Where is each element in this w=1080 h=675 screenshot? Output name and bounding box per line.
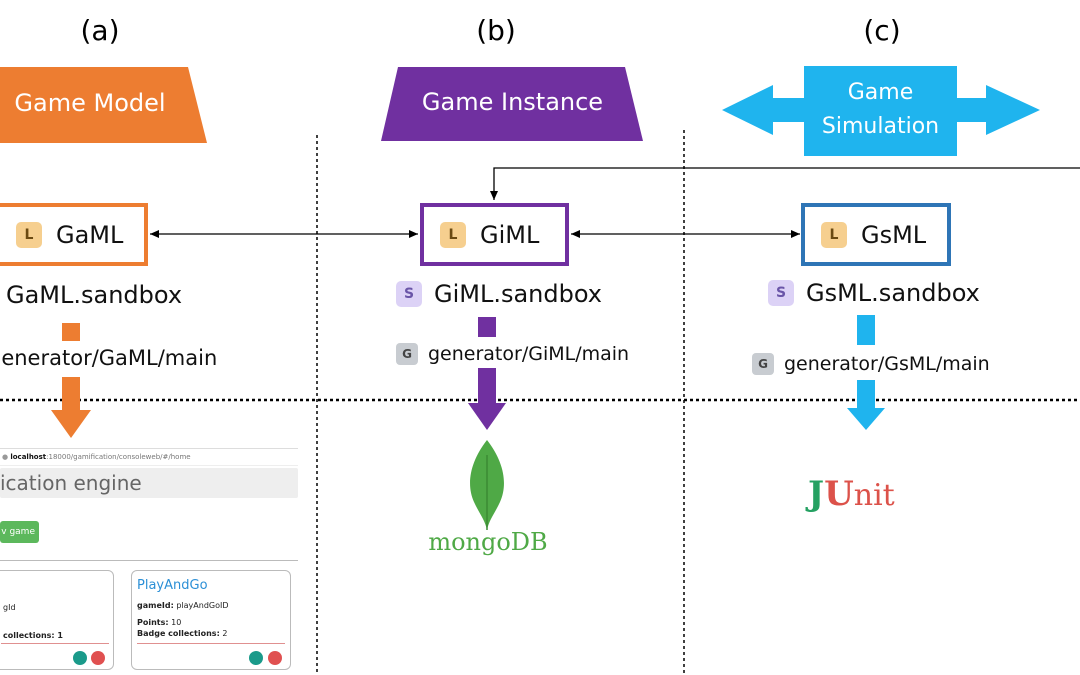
card1-collections: collections: 1	[3, 631, 63, 640]
gaml-label: GaML	[56, 220, 124, 249]
game-simulation-label-1: Game	[847, 80, 914, 105]
giml-sandbox-label: GiML.sandbox	[434, 280, 603, 308]
address-bar: ● localhost:18000/gamification/consolewe…	[0, 448, 298, 466]
url-host: localhost	[10, 453, 47, 461]
gsml-label: GsML	[861, 220, 927, 249]
giml-sandbox: S GiML.sandbox	[396, 280, 602, 308]
giml-label: GiML	[480, 220, 540, 249]
chart-icon[interactable]	[249, 651, 263, 665]
game-simulation-label-2: Simulation	[821, 114, 940, 139]
purple-arrow-stub	[478, 317, 496, 337]
gsml-sandbox: S GsML.sandbox	[768, 279, 980, 307]
giml-box: L GiML	[420, 203, 569, 266]
giml-generator-label: generator/GiML/main	[428, 343, 630, 365]
url-path: :18000/gamification/consoleweb/#/home	[46, 453, 191, 461]
purple-arrow	[468, 368, 506, 430]
card1-gameid: gId	[3, 603, 16, 612]
generator-icon: G	[752, 353, 774, 375]
card2-title: PlayAndGo	[137, 578, 208, 593]
game-model-label: Game Model	[14, 89, 166, 117]
lang-icon: L	[821, 221, 847, 248]
card2-points: Points: 10	[137, 618, 182, 627]
giml-generator: G generator/GiML/main	[396, 343, 629, 365]
gaml-generator-label: generator/GaML/main	[0, 346, 218, 370]
panel-label-b: (b)	[476, 14, 516, 47]
game-card-1[interactable]: gId collections: 1	[0, 570, 114, 670]
divider	[0, 560, 298, 561]
mongodb-logo: mongoDB	[428, 528, 548, 556]
trash-icon[interactable]	[91, 651, 105, 665]
panel-label-c: (c)	[863, 14, 901, 47]
gsml-sandbox-label: GsML.sandbox	[806, 279, 980, 307]
gaml-sandbox-label: GaML.sandbox	[6, 281, 183, 309]
panel-label-a: (a)	[80, 14, 120, 47]
game-instance-label: Game Instance	[421, 88, 604, 116]
trash-icon[interactable]	[268, 651, 282, 665]
game-card-playandgo[interactable]: PlayAndGo gameId: playAndGoID Points: 10…	[131, 570, 291, 670]
game-simulation-banner	[722, 66, 1040, 156]
gaml-sandbox: GaML.sandbox	[6, 281, 182, 309]
orange-arrow	[51, 377, 91, 438]
blue-arrow	[847, 380, 885, 430]
new-game-button[interactable]: v game	[0, 521, 39, 543]
blue-arrow-stub	[857, 315, 875, 345]
game-instance-banner	[381, 67, 643, 141]
junit-u: U	[824, 474, 854, 514]
generator-icon: G	[396, 343, 418, 365]
orange-arrow-stub	[62, 323, 80, 341]
gsml-generator-label: generator/GsML/main	[784, 353, 990, 375]
lang-icon: L	[440, 221, 466, 248]
game-model-banner	[0, 67, 207, 143]
card2-badges: Badge collections: 2	[137, 629, 228, 638]
feedback-arrow	[490, 167, 1080, 200]
chart-icon[interactable]	[73, 651, 87, 665]
gamification-console-screenshot: ● localhost:18000/gamification/consolewe…	[0, 448, 298, 675]
card2-gameid: gameId: playAndGoID	[137, 601, 229, 610]
console-title: ication engine	[0, 468, 298, 498]
junit-j: J	[808, 474, 825, 514]
gaml-generator: generator/GaML/main	[0, 346, 217, 370]
gaml-box: L GaML	[0, 203, 148, 266]
sandbox-icon: S	[768, 280, 794, 306]
junit-rest: nit	[853, 478, 895, 513]
gsml-generator: G generator/GsML/main	[752, 353, 990, 375]
junit-logo: JUnit	[808, 474, 895, 514]
lang-icon: L	[16, 221, 42, 248]
gsml-box: L GsML	[801, 203, 951, 266]
sandbox-icon: S	[396, 281, 422, 307]
